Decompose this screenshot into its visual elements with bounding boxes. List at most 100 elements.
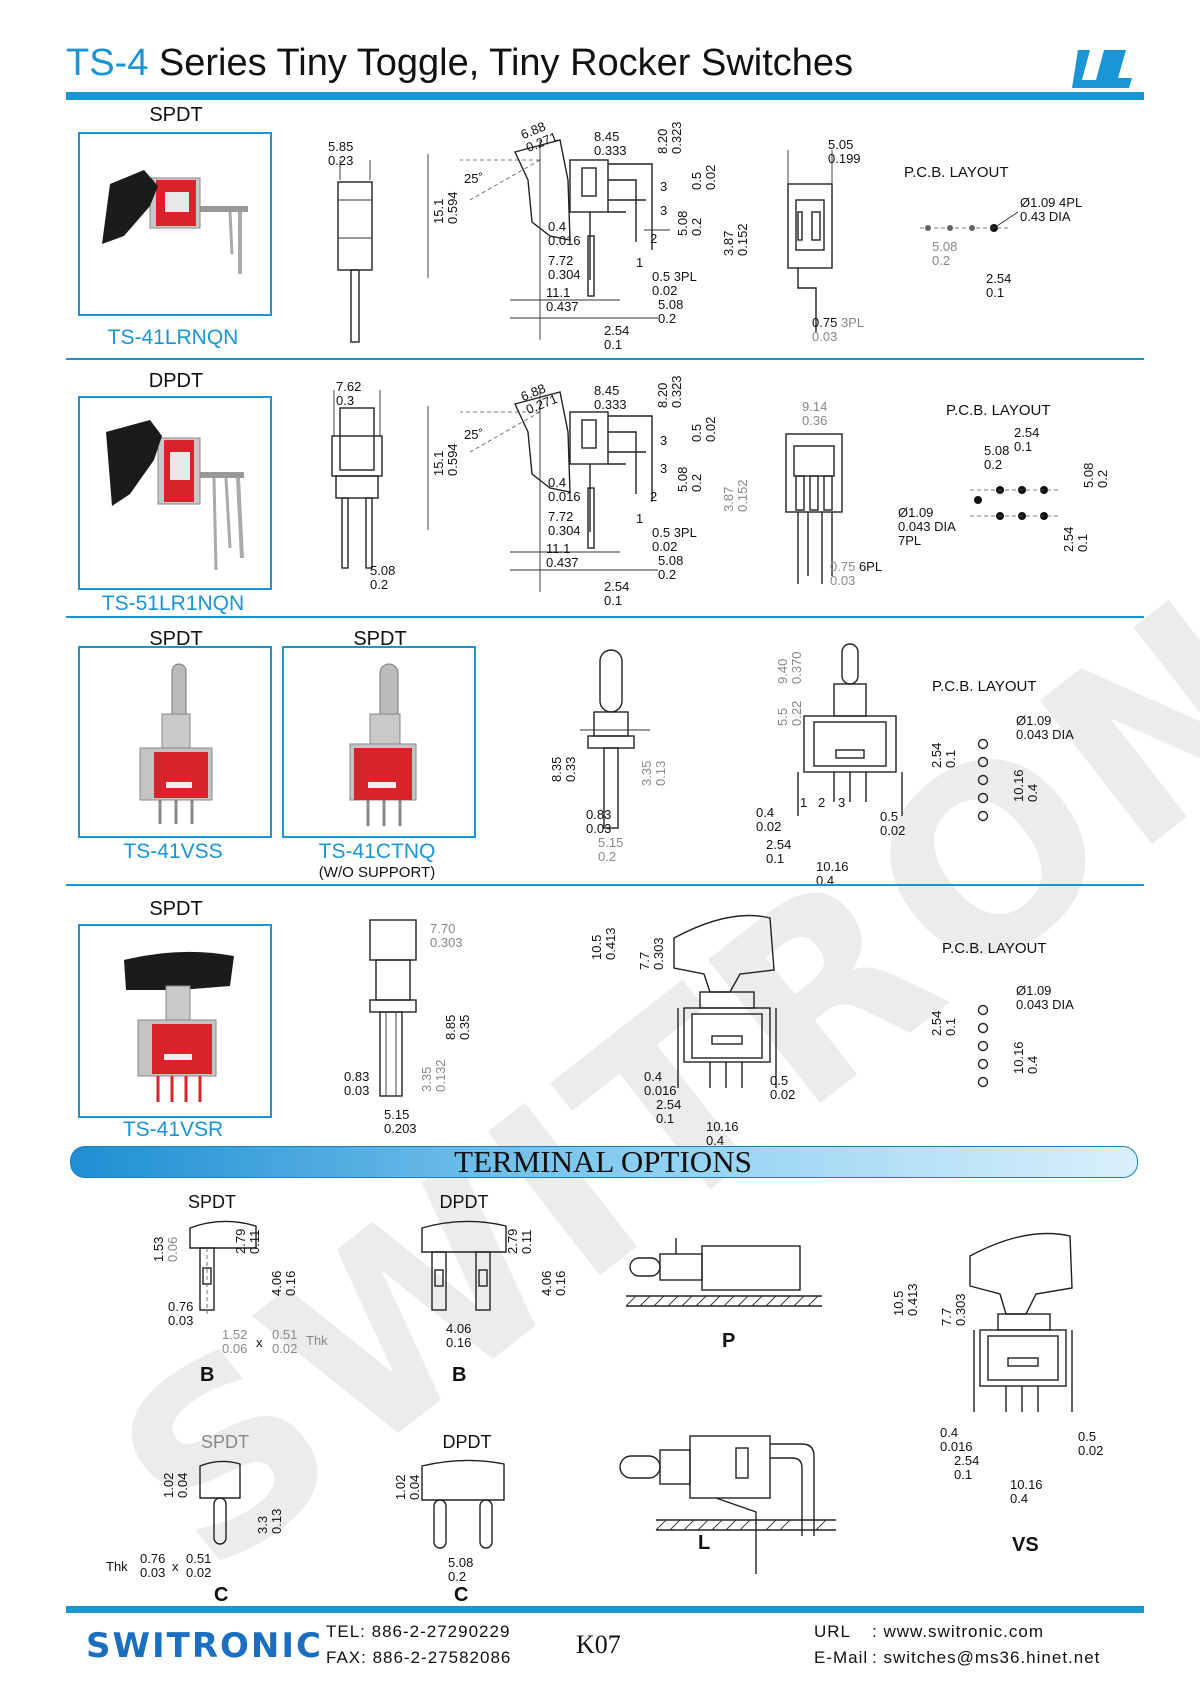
terminal-c-dpdt-drawing bbox=[421, 1459, 505, 1549]
front-view-drawing bbox=[337, 160, 373, 343]
brand-logo: SWITRONIC bbox=[86, 1626, 323, 1666]
product-photo-frame bbox=[78, 132, 272, 316]
footer-email[interactable]: : switches@ms36.hinet.net bbox=[872, 1648, 1101, 1667]
angle-label: 25˚ bbox=[464, 171, 483, 186]
model-number: TS-41VSS bbox=[123, 840, 223, 863]
times-sign: x bbox=[256, 1335, 263, 1350]
product-photo-frame bbox=[78, 646, 272, 838]
footer-bar bbox=[66, 1606, 1144, 1613]
terminal-b-spdt-drawing bbox=[189, 1220, 257, 1314]
terminal-option-label: C bbox=[214, 1584, 229, 1606]
terminal-b-dpdt-drawing bbox=[421, 1220, 507, 1311]
model-note: (W/O SUPPORT) bbox=[318, 864, 436, 881]
terminal-l-drawing bbox=[619, 1435, 836, 1574]
terminal-option-label: C bbox=[454, 1584, 469, 1606]
side-view-drawing bbox=[427, 391, 658, 592]
rocker-switch-photo bbox=[102, 170, 248, 274]
terminal-options-title: TERMINAL OPTIONS bbox=[454, 1144, 752, 1179]
product-photo-frame bbox=[78, 924, 272, 1118]
terminal-option-label: B bbox=[452, 1364, 467, 1386]
pole-label: DPDT bbox=[442, 1432, 492, 1452]
pcb-layout-drawing bbox=[977, 1004, 989, 1088]
terminal-number: 2 bbox=[818, 795, 826, 810]
pcb-layout-label: P.C.B. LAYOUT bbox=[942, 940, 1047, 957]
terminal-options-banner bbox=[70, 1146, 1138, 1178]
model-number: TS-41VSR bbox=[122, 1118, 224, 1141]
model-number: TS-41LRNQN bbox=[107, 326, 239, 349]
pcb-layout-label: P.C.B. LAYOUT bbox=[904, 164, 1009, 181]
pole-label: SPDT bbox=[353, 628, 407, 650]
pole-label: SPDT bbox=[187, 1192, 236, 1212]
footer-fax: FAX: 886-2-27582086 bbox=[326, 1648, 512, 1667]
footer-email-label: E-Mail bbox=[814, 1648, 869, 1667]
rocker-toggle-photo bbox=[124, 951, 234, 1102]
pcb-layout-drawing bbox=[920, 211, 1019, 232]
terminal-number: 1 bbox=[800, 795, 808, 810]
thickness-label: Thk bbox=[106, 1559, 128, 1574]
terminal-number: 2 bbox=[650, 231, 658, 246]
terminal-number: 1 bbox=[636, 255, 644, 270]
section-divider bbox=[66, 358, 1144, 360]
front-view-drawing bbox=[331, 390, 383, 569]
terminal-option-label: P bbox=[722, 1330, 736, 1352]
footer-url[interactable]: : www.switronic.com bbox=[872, 1622, 1045, 1641]
rocker-front-view-drawing bbox=[673, 914, 777, 1088]
terminal-number: 3 bbox=[660, 203, 668, 218]
thickness-label: Thk bbox=[306, 1333, 328, 1348]
